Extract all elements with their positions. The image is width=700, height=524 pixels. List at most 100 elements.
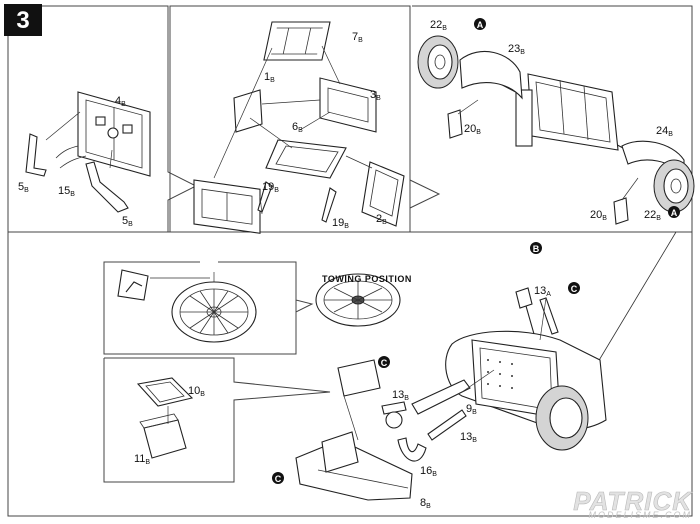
part-sprue: B bbox=[344, 223, 349, 230]
marker-a-top: A bbox=[474, 18, 486, 30]
part-sprue: B bbox=[442, 25, 447, 32]
part-number: 22 bbox=[644, 209, 656, 221]
label-13b-upper: 13B bbox=[392, 389, 409, 402]
part-number: 15 bbox=[58, 185, 70, 197]
part-sprue: B bbox=[472, 437, 477, 444]
svg-text:A: A bbox=[671, 208, 678, 218]
label-20b-right: 20B bbox=[590, 209, 607, 222]
marker-b: B bbox=[530, 242, 542, 254]
part-number: 13 bbox=[392, 389, 404, 401]
axle-wheel-assembly bbox=[417, 35, 695, 225]
hub-detail-box bbox=[103, 261, 401, 355]
part-sprue: B bbox=[426, 503, 431, 510]
part-number: 13 bbox=[534, 285, 546, 297]
part-sprue: B bbox=[668, 131, 673, 138]
part-sprue: B bbox=[298, 127, 303, 134]
marker-a-bottom: A bbox=[668, 206, 680, 218]
part-sprue: B bbox=[270, 77, 275, 84]
part-sprue: B bbox=[70, 191, 75, 198]
part-number: 20 bbox=[590, 209, 602, 221]
label-8b: 8B bbox=[420, 497, 431, 510]
svg-text:5B: 5B bbox=[122, 215, 133, 228]
part-sprue: B bbox=[200, 391, 205, 398]
label-5b-left: 5B bbox=[18, 181, 29, 194]
label-23b: 23B bbox=[508, 43, 525, 56]
svg-text:24B: 24B bbox=[656, 125, 673, 138]
part-sprue: B bbox=[24, 187, 29, 194]
part-number: 11 bbox=[134, 453, 145, 465]
marker-c-bed: C bbox=[272, 472, 284, 484]
svg-text:23B: 23B bbox=[508, 43, 525, 56]
svg-text:C: C bbox=[571, 284, 578, 294]
part-sprue: B bbox=[145, 459, 150, 466]
part-number: 9 bbox=[466, 403, 472, 415]
svg-text:13B: 13B bbox=[460, 431, 477, 444]
step-number: 3 bbox=[16, 7, 29, 34]
part-number: 20 bbox=[464, 123, 476, 135]
svg-text:15B: 15B bbox=[58, 185, 75, 198]
part-number: 19 bbox=[262, 181, 274, 193]
box-detail-box bbox=[103, 357, 331, 483]
step-badge: 3 bbox=[4, 4, 42, 36]
svg-text:19B: 19B bbox=[262, 181, 279, 194]
svg-text:6B: 6B bbox=[292, 121, 303, 134]
svg-text:C: C bbox=[381, 358, 388, 368]
part-number: 3 bbox=[370, 89, 376, 101]
part-sprue: B bbox=[476, 129, 481, 136]
limber-box-assembly bbox=[193, 21, 405, 234]
svg-text:1B: 1B bbox=[264, 71, 275, 84]
label-10b: 10B bbox=[188, 385, 205, 398]
svg-text:16B: 16B bbox=[420, 465, 437, 478]
label-5b-right: 5B bbox=[122, 215, 133, 228]
svg-text:22B: 22B bbox=[644, 209, 661, 222]
svg-text:3B: 3B bbox=[370, 89, 381, 102]
label-2b: 2B bbox=[376, 213, 387, 226]
svg-text:A: A bbox=[477, 20, 484, 30]
label-16b: 16B bbox=[420, 465, 437, 478]
part-number: 5 bbox=[18, 181, 24, 193]
label-11b: 11B bbox=[134, 453, 150, 466]
part-number: 23 bbox=[508, 43, 520, 55]
panel-frames bbox=[7, 5, 693, 517]
part-sprue: B bbox=[520, 49, 525, 56]
svg-text:5B: 5B bbox=[18, 181, 29, 194]
svg-text:7B: 7B bbox=[352, 31, 363, 44]
watermark-logo: PATRICK MODELISME.COM bbox=[573, 488, 692, 520]
label-1b: 1B bbox=[264, 71, 275, 84]
part-number: 13 bbox=[460, 431, 472, 443]
part-sprue: B bbox=[472, 409, 477, 416]
svg-text:9B: 9B bbox=[466, 403, 477, 416]
label-22b-top: 22B bbox=[430, 19, 447, 32]
part-number: 6 bbox=[292, 121, 298, 133]
label-19b-left: 19B bbox=[262, 181, 279, 194]
chassis-assembly bbox=[295, 287, 607, 501]
part-number: 2 bbox=[376, 213, 382, 225]
label-7b: 7B bbox=[352, 31, 363, 44]
svg-text:20B: 20B bbox=[464, 123, 481, 136]
part-number: 5 bbox=[122, 215, 128, 227]
front-plate-assembly bbox=[25, 91, 151, 213]
svg-text:13B: 13B bbox=[392, 389, 409, 402]
part-sprue: B bbox=[602, 215, 607, 222]
svg-text:8B: 8B bbox=[420, 497, 431, 510]
label-20b-left: 20B bbox=[464, 123, 481, 136]
svg-text:19B: 19B bbox=[332, 217, 349, 230]
watermark-domain: MODELISME.COM bbox=[588, 510, 692, 520]
part-number: 7 bbox=[352, 31, 358, 43]
part-number: 22 bbox=[430, 19, 442, 31]
part-number: 1 bbox=[264, 71, 270, 83]
svg-text:22B: 22B bbox=[430, 19, 447, 32]
label-13b-lower: 13B bbox=[460, 431, 477, 444]
towing-position-label: Towing Position bbox=[322, 274, 412, 284]
label-4b: 4B bbox=[115, 95, 126, 108]
part-sprue: B bbox=[121, 101, 126, 108]
part-sprue: B bbox=[404, 395, 409, 402]
part-sprue: B bbox=[376, 95, 381, 102]
label-22b-bottom: 22B bbox=[644, 209, 661, 222]
marker-c-shovel: C bbox=[568, 282, 580, 294]
part-sprue: B bbox=[128, 221, 133, 228]
part-number: 10 bbox=[188, 385, 200, 397]
part-number: 8 bbox=[420, 497, 426, 509]
svg-text:2B: 2B bbox=[376, 213, 387, 226]
part-sprue: A bbox=[546, 291, 551, 298]
